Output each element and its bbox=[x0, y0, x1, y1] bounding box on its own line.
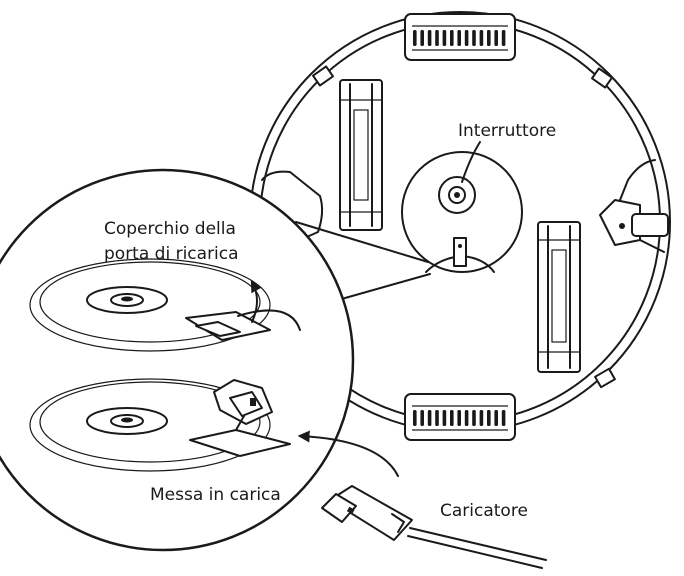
switch-leader bbox=[461, 141, 481, 183]
wheel-tread bbox=[427, 30, 432, 46]
zoom-detail bbox=[0, 168, 355, 552]
wheel-tread bbox=[472, 410, 476, 426]
side-handle bbox=[599, 199, 669, 246]
left-roller-brush bbox=[339, 79, 383, 231]
wheel-tread bbox=[472, 30, 476, 46]
wheel-tread bbox=[501, 30, 506, 46]
zoom-connectors bbox=[295, 221, 431, 301]
wheel-tread bbox=[479, 410, 484, 426]
wheel-tread bbox=[450, 410, 454, 426]
wheel-tread bbox=[442, 410, 447, 426]
wheel-tread bbox=[479, 30, 484, 46]
wheel-tread bbox=[420, 30, 424, 46]
wheel-tread bbox=[501, 410, 506, 426]
charging-arrow bbox=[297, 430, 399, 477]
wheel-tread bbox=[494, 410, 498, 426]
wheel-tread bbox=[442, 30, 447, 46]
wheel-tread bbox=[487, 30, 491, 46]
rim-clips bbox=[312, 65, 616, 389]
wheel-tread bbox=[457, 410, 461, 426]
wheel-tread bbox=[464, 410, 469, 426]
wheel-tread bbox=[487, 410, 491, 426]
center-hub bbox=[401, 151, 523, 273]
port-cover-label-line1: Coperchio della bbox=[104, 219, 236, 239]
wheel-tread bbox=[420, 410, 424, 426]
wheel-tread bbox=[450, 30, 454, 46]
wheel-tread bbox=[413, 410, 417, 426]
wheel-tread bbox=[435, 410, 439, 426]
charger-plug bbox=[321, 485, 547, 569]
wheel-tread bbox=[435, 30, 439, 46]
right-roller-brush bbox=[537, 221, 581, 373]
wheel-tread bbox=[464, 30, 469, 46]
cover-open-arrow bbox=[250, 279, 262, 323]
wheel-tread bbox=[494, 30, 498, 46]
bottom-wheel bbox=[404, 393, 516, 441]
switch-label: Interruttore bbox=[458, 121, 556, 141]
wheel-tread bbox=[413, 30, 417, 46]
charger-label: Caricatore bbox=[440, 501, 528, 521]
charging-label: Messa in carica bbox=[150, 485, 281, 505]
wheel-tread bbox=[427, 410, 432, 426]
wheel-tread bbox=[457, 30, 461, 46]
top-wheel bbox=[404, 13, 516, 61]
port-cover-label-line2: porta di ricarica bbox=[104, 244, 239, 264]
